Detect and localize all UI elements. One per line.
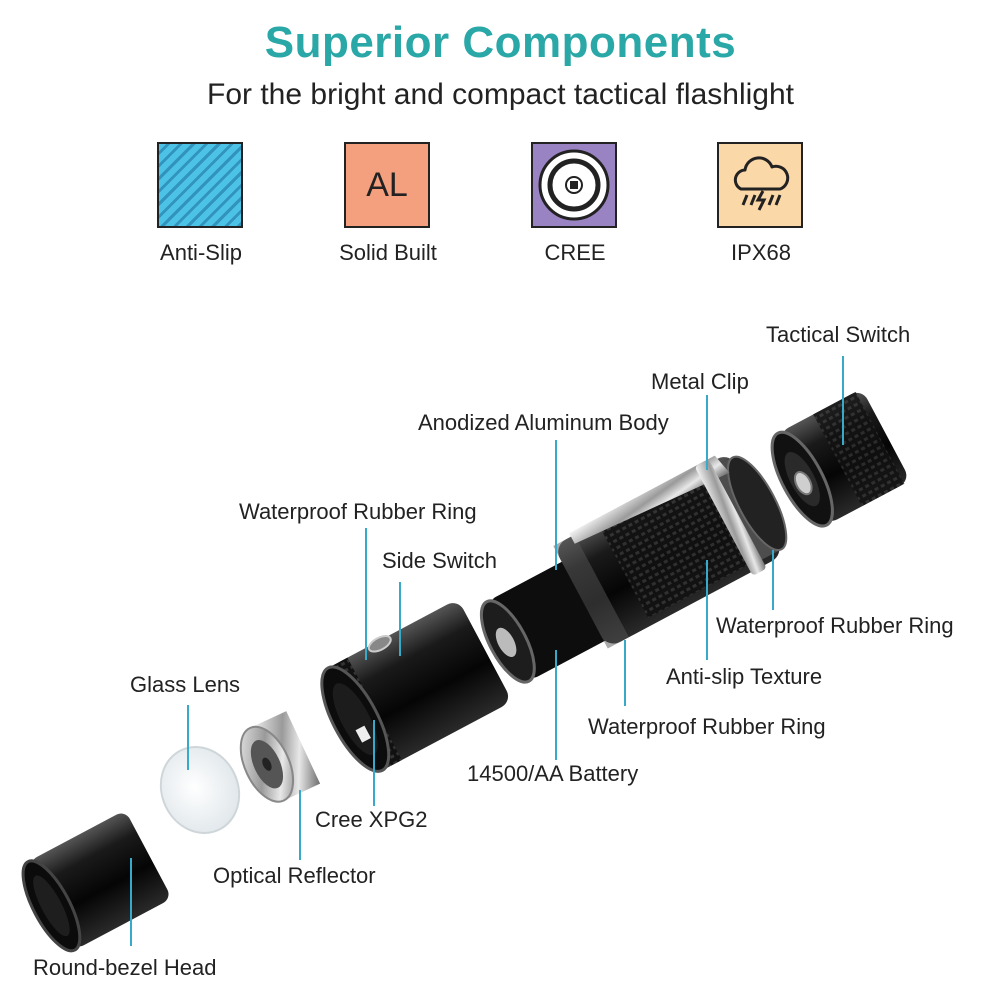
cree-led-icon bbox=[531, 142, 617, 228]
callout-tactical-switch: Tactical Switch bbox=[766, 322, 911, 347]
feature-label-solid-built: Solid Built bbox=[339, 240, 437, 265]
callout-round-bezel-head: Round-bezel Head bbox=[33, 955, 217, 980]
callout-rubber-ring-head: Waterproof Rubber Ring bbox=[239, 499, 477, 524]
callout-battery: 14500/AA Battery bbox=[467, 761, 639, 786]
anti-slip-icon bbox=[157, 142, 243, 228]
anodized-body bbox=[553, 455, 788, 649]
glass-lens bbox=[159, 746, 241, 834]
callout-rubber-ring-tail: Waterproof Rubber Ring bbox=[716, 613, 954, 638]
tactical-switch-tailcap bbox=[770, 391, 907, 528]
callout-cree-xpg2: Cree XPG2 bbox=[315, 807, 428, 832]
round-bezel-head bbox=[21, 813, 169, 953]
optical-reflector bbox=[239, 711, 321, 803]
callout-metal-clip: Metal Clip bbox=[651, 369, 749, 394]
callout-anodized-body: Anodized Aluminum Body bbox=[418, 410, 669, 435]
waterproof-icon bbox=[717, 142, 803, 228]
feature-label-anti-slip: Anti-Slip bbox=[160, 240, 242, 265]
aluminum-icon-text: AL bbox=[366, 165, 408, 204]
aluminum-icon: AL bbox=[344, 142, 430, 228]
callout-rubber-ring-body: Waterproof Rubber Ring bbox=[588, 714, 826, 739]
callout-anti-slip-texture: Anti-slip Texture bbox=[666, 664, 823, 689]
page-subtitle: For the bright and compact tactical flas… bbox=[207, 78, 794, 111]
side-switch-section bbox=[320, 603, 509, 773]
callout-optical-reflector: Optical Reflector bbox=[213, 863, 376, 888]
page-title: Superior Components bbox=[264, 18, 737, 67]
feature-label-ipx68: IPX68 bbox=[731, 240, 791, 265]
feature-label-cree: CREE bbox=[544, 240, 606, 265]
callout-glass-lens: Glass Lens bbox=[130, 672, 241, 697]
callout-side-switch: Side Switch bbox=[382, 548, 497, 573]
